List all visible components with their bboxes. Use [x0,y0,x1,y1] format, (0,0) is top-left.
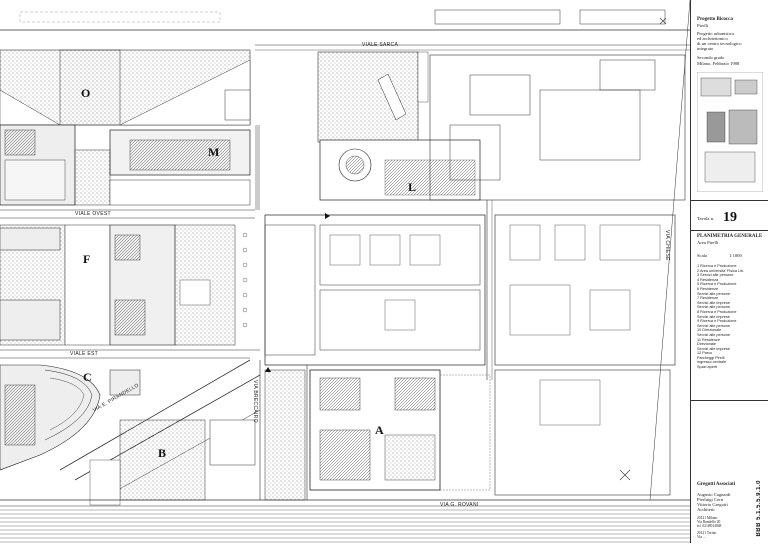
legend-item: 9 Ricerca e Produzione [697,319,737,324]
legend-item: 6 Residenze [697,286,719,291]
zone-label-f: F [83,252,91,266]
legend-item: Spazi aperti [697,365,718,370]
competition-grade: Secondo grado [697,55,725,60]
project-desc-2: ed architettonico [697,36,728,41]
sheet-number: 19 [723,210,737,225]
legend-item: Servizi alle persone [697,332,731,337]
zone-label-m: M [208,145,220,159]
address2-2: Via ... [697,535,706,539]
zone-label-c: C [83,370,92,384]
legend-item: 10 Direzionale [697,328,722,333]
project-desc-3: di un centro tecnologico [697,41,742,46]
architect-2: Pierluigi Cerri [697,497,724,502]
address-3: tel. 02/48014848 [697,524,722,528]
zone-label-b: B [158,446,167,460]
legend-item: Servizi alle persone [697,291,731,296]
master-plan-map: VIALE SARCA VIALE OVEST VIALE EST VIA CH… [0,0,691,543]
legend-item: Parcheggi Pirelli [697,355,725,360]
legend-item: 4 Residenza [697,277,719,282]
sheet-number-label: Tavola n. [697,216,715,221]
sheet-title: PLANIMETRIA GENERALE [697,234,763,239]
project-client: Pirelli [697,23,709,28]
street-label-via-breccairo: VIA BRECCAIRO [252,380,258,423]
zone-label-l: L [408,180,417,194]
place-year: Milano, Febbraio 1988 [697,61,740,66]
architect-3: Vittorio Gregotti [697,502,728,507]
street-label-viale-ovest: VIALE OVEST [75,211,111,217]
legend-item: 2 Area universita' Fisica Lib. [697,268,745,273]
legend-item: 3 Servizi alle persone [697,273,734,278]
legend-item: 12 Parco [697,351,713,356]
zone-label-a: A [375,423,384,437]
street-label-viale-sarca: VIALE SARCA [362,42,399,48]
project-title: Progetto Bicocca [697,17,733,22]
sheet-subtitle: Area Pirelli [697,240,719,245]
legend-item: Direzionale [697,342,716,347]
project-desc-1: Progetto urbanistico [697,31,735,36]
architect-1: Augusto Cagnardi [697,492,731,497]
legend-item: Servizi alle imprese [697,300,730,305]
street-label-viale-est: VIALE EST [70,351,98,357]
legend-item: Servizi alle persone [697,323,731,328]
address2-1: 20121 Torino [697,531,717,535]
archive-code: BBB 5.1.5.5.9.1.0 [756,480,762,537]
legend-item: Ingresso centrale [697,360,727,365]
firm-name: Gregotti Associati [697,482,736,487]
address-2: Via Bandello 20 [697,520,721,524]
legend-item: Servizi alle imprese [697,314,730,319]
address-1: 20121 Milano [697,516,718,520]
legend-item: 5 Ricerca e Produzione [697,282,737,287]
key-plan-thumbnail [697,72,763,192]
legend-item: 11 Residenze [697,337,720,342]
project-desc-4: integrato [697,46,714,51]
street-label-via-chiese: VIA CHIESE [664,230,670,261]
legend-item: Servizi alle imprese [697,346,730,351]
zone-label-o: O [81,86,91,100]
legend-item: 7 Residenze [697,296,719,301]
street-label-via-rovani: VIA G. ROVANI [440,502,479,508]
scale-value: 1:1000 [729,253,742,258]
legend-item: 8 Ricerca e Produzione [697,309,737,314]
scale-label: Scala [697,253,707,258]
site-plan-drawing [0,0,691,543]
legend-item: 1 Ricerca e Produzione [697,264,737,268]
legend-item: Servizi alle persone [697,305,731,310]
title-block: Progetto Bicocca Pirelli Progetto urbani… [690,0,768,543]
architect-role: Architetti [697,507,715,512]
